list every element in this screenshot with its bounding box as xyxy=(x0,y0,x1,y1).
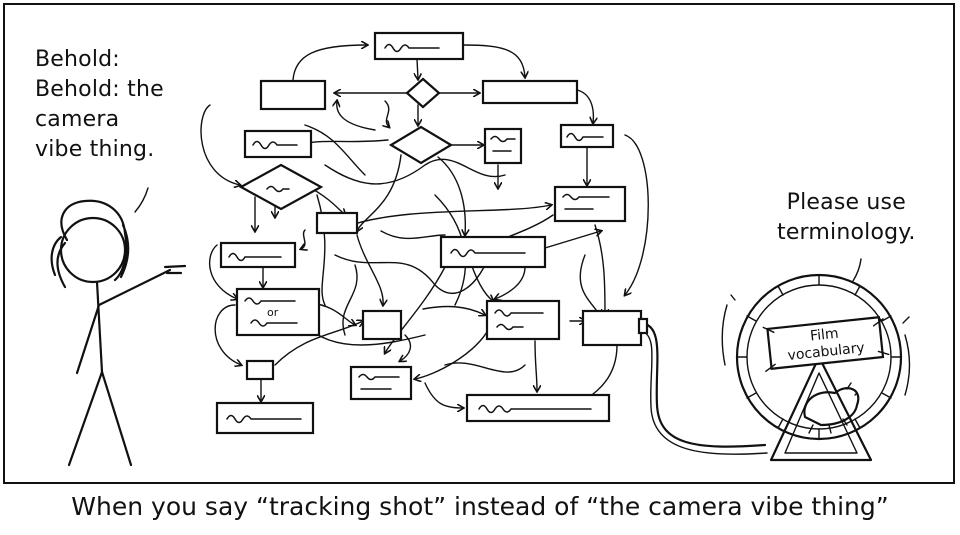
scribble xyxy=(266,185,290,193)
scribble xyxy=(566,132,604,142)
speech-tail-left xyxy=(134,187,149,213)
stick-figure xyxy=(50,187,187,467)
hamster xyxy=(803,387,860,427)
figure-pointing-arm xyxy=(97,268,172,307)
flowchart-box xyxy=(315,211,359,235)
comic-panel: or xyxy=(3,3,955,484)
scribble xyxy=(494,309,544,331)
motion-lines xyxy=(721,294,911,396)
speech-right: Please use terminology. xyxy=(777,188,916,248)
speech-left-line: camera xyxy=(35,107,120,132)
scribble xyxy=(244,297,298,327)
figure-body xyxy=(95,280,104,374)
hamster-details xyxy=(808,382,858,434)
speech-right-line: terminology. xyxy=(777,220,916,245)
speech-left-line: Behold: xyxy=(35,47,120,72)
flowchart-box xyxy=(483,127,523,165)
flowchart-box xyxy=(559,123,615,149)
wheel-sign: Film vocabulary xyxy=(762,316,890,373)
figure-right-leg xyxy=(100,370,133,467)
flowchart-box xyxy=(481,79,579,105)
figure-head xyxy=(59,216,127,284)
wheel-sign-line1: Film xyxy=(809,326,839,345)
figure-left-arm xyxy=(75,303,101,375)
flowchart-boxes: or xyxy=(215,31,643,435)
scribble xyxy=(478,404,592,414)
flowchart-box xyxy=(235,287,321,337)
wheel-slats xyxy=(736,274,902,440)
flowchart-diamond xyxy=(405,77,441,109)
flowchart-connectors xyxy=(200,45,649,409)
flowchart-box xyxy=(485,299,561,341)
hamster-wheel: Film vocabulary xyxy=(721,258,911,462)
tangled-flowchart: or xyxy=(200,31,649,435)
scribble xyxy=(450,248,526,258)
scribble xyxy=(384,43,440,53)
speech-left-line: Behold: the xyxy=(35,77,164,102)
flowchart-box xyxy=(439,235,547,269)
figure-left-leg xyxy=(67,370,104,467)
figure-pointing-hand xyxy=(163,264,187,275)
wheel-stand-inner xyxy=(784,372,858,454)
flowchart-box-label: or xyxy=(267,306,279,319)
scribble xyxy=(226,414,302,424)
flowchart-box xyxy=(259,79,327,111)
flowchart-box xyxy=(219,241,297,269)
flowchart-box xyxy=(581,309,643,347)
figure-hair xyxy=(50,199,130,289)
cable xyxy=(639,321,767,448)
scribble xyxy=(252,140,298,150)
speech-tail-right xyxy=(852,258,862,282)
flowchart-box xyxy=(465,393,611,423)
flowchart-diamond xyxy=(238,163,324,211)
flowchart-box xyxy=(553,185,627,223)
flowchart-box xyxy=(215,401,315,435)
scribble xyxy=(490,135,516,152)
wheel-stand xyxy=(769,355,873,462)
flowchart-diamond xyxy=(388,125,454,165)
flowchart-box xyxy=(349,365,413,401)
speech-right-line: Please use xyxy=(786,190,906,215)
flowchart-box xyxy=(373,31,465,61)
speech-left: Behold: Behold: the camera vibe thing. xyxy=(35,45,164,165)
flowchart-box xyxy=(243,129,313,159)
comic-caption: When you say “tracking shot” instead of … xyxy=(71,492,889,521)
speech-left-line: vibe thing. xyxy=(35,137,155,162)
cable-inner xyxy=(640,330,768,455)
scribble xyxy=(228,252,282,262)
cable-plug xyxy=(637,317,649,335)
flowchart-box xyxy=(245,359,275,381)
flowchart-box xyxy=(361,309,403,341)
scribble xyxy=(562,193,610,210)
comic-artwork: or xyxy=(50,31,911,467)
scribble xyxy=(358,373,400,390)
